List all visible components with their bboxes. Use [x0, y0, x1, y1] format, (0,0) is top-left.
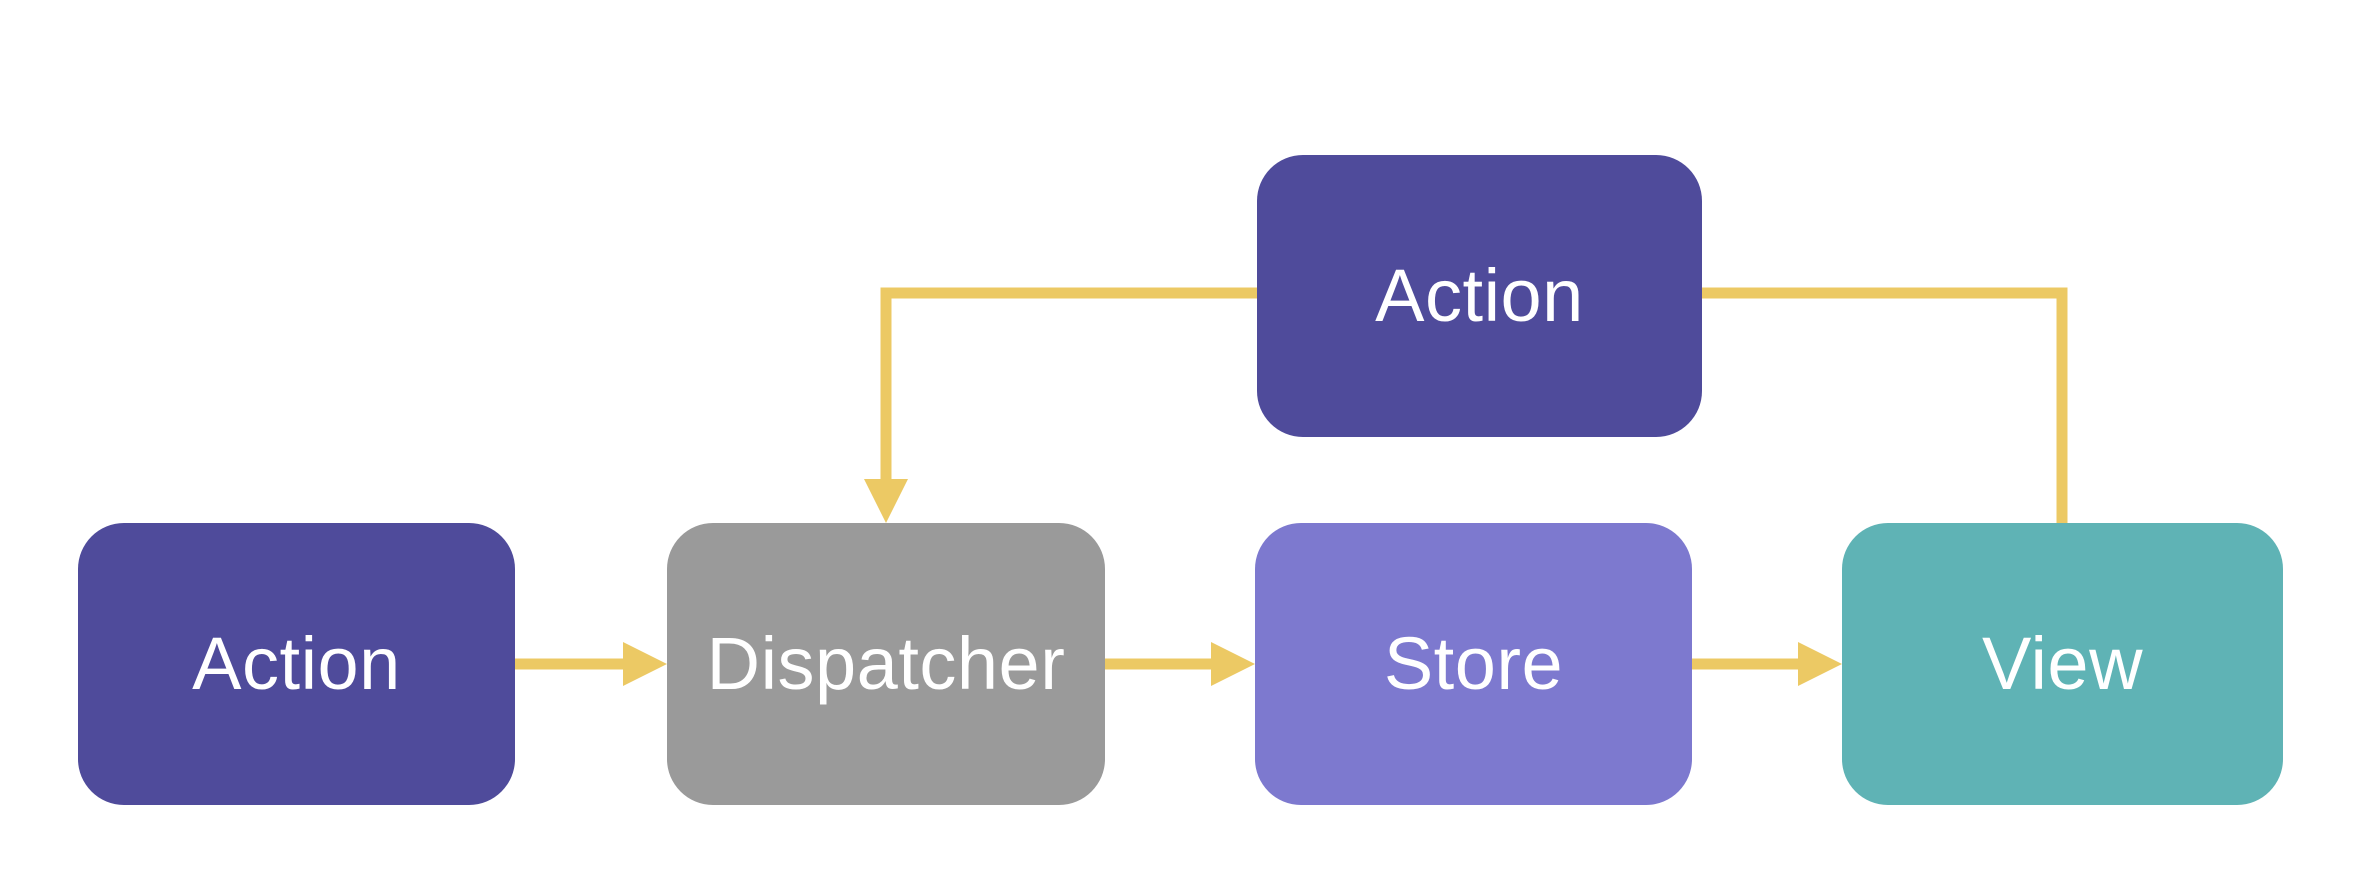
node-dispatcher-label: Dispatcher [706, 622, 1066, 705]
connector-store-to-view [1692, 642, 1842, 686]
node-action-top: Action [1257, 155, 1702, 437]
node-view: View [1842, 523, 2283, 805]
node-action-left-label: Action [192, 622, 401, 705]
connector-dispatcher-to-store [1105, 642, 1255, 686]
connector-view-to-action-top [1702, 287, 2068, 523]
node-view-label: View [1981, 622, 2144, 705]
node-store-label: Store [1383, 622, 1564, 705]
node-action-left: Action [78, 523, 515, 805]
connector-action-left-to-dispatcher [515, 642, 667, 686]
node-action-top-label: Action [1375, 254, 1584, 337]
connector-action-top-to-dispatcher [864, 287, 1257, 523]
node-dispatcher: Dispatcher [667, 523, 1105, 805]
node-store: Store [1255, 523, 1692, 805]
